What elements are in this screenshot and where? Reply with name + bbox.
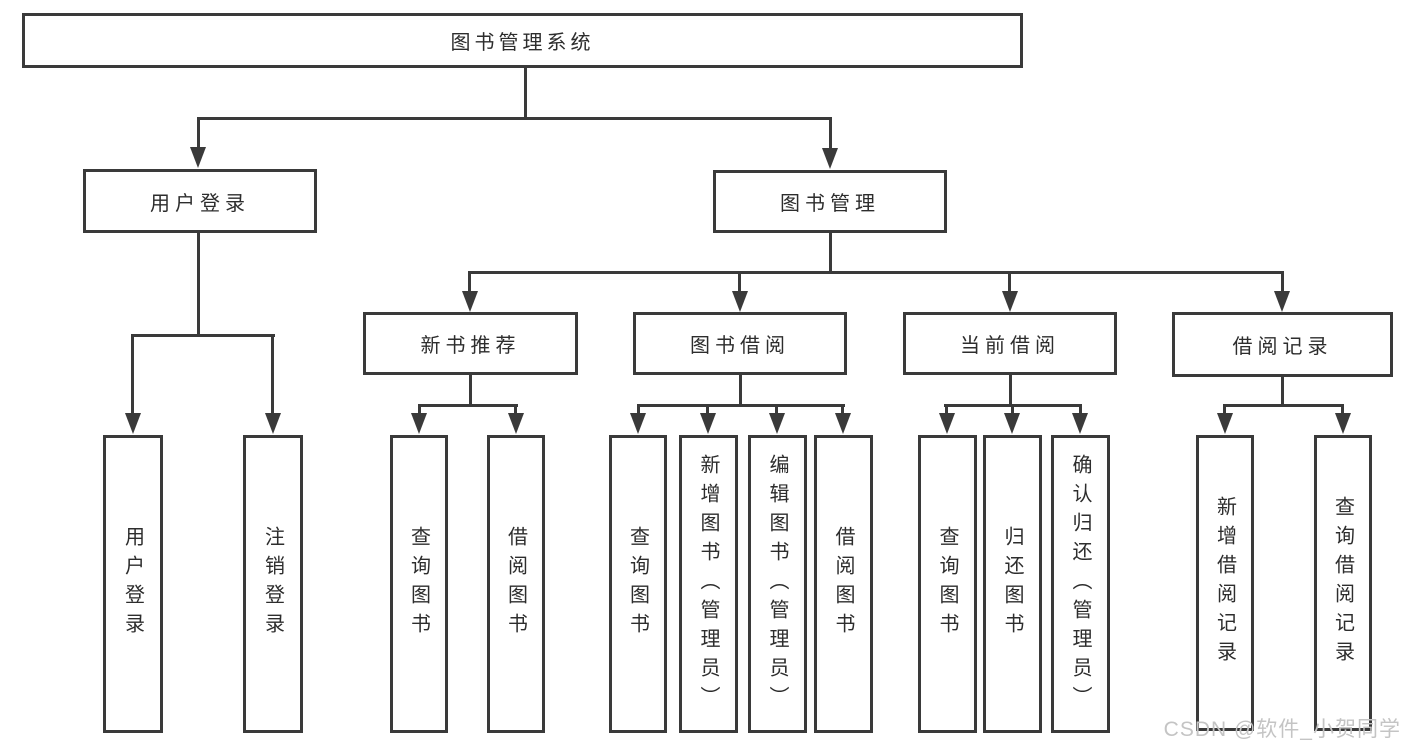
watermark: CSDN @软件_小贺同学 (1163, 718, 1401, 741)
node-borrow-borrow-books: 借阅图书 (814, 435, 873, 733)
connector-drop-book-borrow (738, 271, 741, 293)
arrowhead-logout-icon (265, 413, 281, 434)
node-borrow-add-book-admin: 新增图书（管理员） (679, 435, 738, 733)
arrowhead-icon (700, 413, 716, 434)
arrowhead-book-mgmt-icon (822, 148, 838, 169)
node-borrow-borrow-books-label: 借阅图书 (832, 526, 854, 642)
connector-drop (637, 404, 640, 416)
arrowhead-book-borrow-icon (732, 291, 748, 312)
node-user-login: 用户登录 (83, 169, 317, 233)
arrowhead-icon (508, 413, 524, 434)
connector-currentborrow-stem (1009, 373, 1012, 407)
connector-drop (775, 404, 778, 416)
connector-bookborrow-branch (637, 404, 845, 407)
connector-drop-new-book (468, 271, 471, 293)
arrowhead-icon (939, 413, 955, 434)
arrowhead-icon (630, 413, 646, 434)
connector-user-login-stem (197, 231, 200, 336)
arrowhead-icon (769, 413, 785, 434)
node-newrec-query-books: 查询图书 (390, 435, 448, 733)
connector-drop (945, 404, 948, 416)
arrowhead-login-icon (125, 413, 141, 434)
node-user-login-label: 用户登录 (150, 192, 250, 215)
arrowhead-new-book-icon (462, 291, 478, 312)
node-records-add-record: 新增借阅记录 (1196, 435, 1254, 731)
connector-drop (1079, 404, 1082, 416)
arrowhead-user-login-icon (190, 147, 206, 168)
connector-drop-user-login (197, 117, 200, 149)
connector-bookborrow-stem (739, 373, 742, 407)
connector-drop (514, 404, 517, 416)
node-root: 图书管理系统 (22, 13, 1023, 68)
connector-borrowrecords-stem (1281, 375, 1284, 407)
node-root-label: 图书管理系统 (450, 32, 595, 54)
node-borrow-edit-book-admin: 编辑图书（管理员） (748, 435, 807, 733)
node-book-management: 图书管理 (713, 170, 947, 233)
connector-drop (706, 404, 709, 416)
node-book-borrowing-label: 图书借阅 (690, 335, 790, 357)
node-current-query-books-label: 查询图书 (936, 526, 958, 642)
node-current-borrowing: 当前借阅 (903, 312, 1117, 375)
arrowhead-icon (1217, 413, 1233, 434)
node-borrowing-records: 借阅记录 (1172, 312, 1393, 377)
connector-drop (1223, 404, 1226, 416)
node-login-label: 用户登录 (121, 526, 144, 642)
node-current-query-books: 查询图书 (918, 435, 977, 733)
node-newrec-borrow-books-label: 借阅图书 (504, 526, 527, 642)
connector-user-login-branch (131, 334, 275, 337)
connector-level2-branch (197, 117, 832, 120)
arrowhead-icon (411, 413, 427, 434)
node-borrowing-records-label: 借阅记录 (1232, 336, 1333, 358)
node-current-confirm-return-admin: 确认归还（管理员） (1051, 435, 1110, 733)
node-records-query-record-label: 查询借阅记录 (1331, 496, 1354, 670)
node-current-borrowing-label: 当前借阅 (960, 335, 1060, 357)
node-newrec-query-books-label: 查询图书 (407, 526, 430, 642)
connector-drop (841, 404, 844, 416)
connector-newbook-branch (418, 404, 518, 407)
node-borrow-add-book-admin-label: 新增图书（管理员） (697, 453, 719, 715)
node-borrow-edit-book-admin-label: 编辑图书（管理员） (766, 453, 788, 715)
node-logout: 注销登录 (243, 435, 303, 733)
arrowhead-icon (1004, 413, 1020, 434)
connector-level3-branch (468, 271, 1284, 274)
connector-root-stem (524, 66, 527, 120)
node-borrow-query-books: 查询图书 (609, 435, 667, 733)
connector-drop-current-borrow (1008, 271, 1011, 293)
arrowhead-current-borrow-icon (1002, 291, 1018, 312)
connector-drop (1011, 404, 1014, 416)
node-records-query-record: 查询借阅记录 (1314, 435, 1372, 731)
connector-book-mgmt-stem (829, 231, 832, 274)
connector-drop-login (131, 334, 134, 414)
node-book-management-label: 图书管理 (780, 193, 880, 215)
connector-drop-book-mgmt (829, 117, 832, 150)
node-newrec-borrow-books: 借阅图书 (487, 435, 545, 733)
arrowhead-icon (835, 413, 851, 434)
node-new-book-recommend: 新书推荐 (363, 312, 578, 375)
node-borrow-query-books-label: 查询图书 (626, 526, 649, 642)
arrowhead-borrow-records-icon (1274, 291, 1290, 312)
node-records-add-record-label: 新增借阅记录 (1213, 496, 1236, 670)
connector-drop (418, 404, 421, 416)
node-book-borrowing: 图书借阅 (633, 312, 847, 375)
node-new-book-recommend-label: 新书推荐 (420, 335, 521, 357)
connector-drop-borrow-records (1281, 271, 1284, 293)
node-logout-label: 注销登录 (261, 526, 284, 642)
connector-newbook-stem (469, 373, 472, 407)
node-current-confirm-return-admin-label: 确认归还（管理员） (1069, 453, 1091, 715)
node-current-return-books: 归还图书 (983, 435, 1042, 733)
node-login: 用户登录 (103, 435, 163, 733)
arrowhead-icon (1335, 413, 1351, 434)
node-current-return-books-label: 归还图书 (1001, 526, 1023, 642)
connector-drop (1341, 404, 1344, 416)
connector-drop-logout (271, 334, 274, 414)
connector-borrowrecords-branch (1224, 404, 1344, 407)
arrowhead-icon (1072, 413, 1088, 434)
